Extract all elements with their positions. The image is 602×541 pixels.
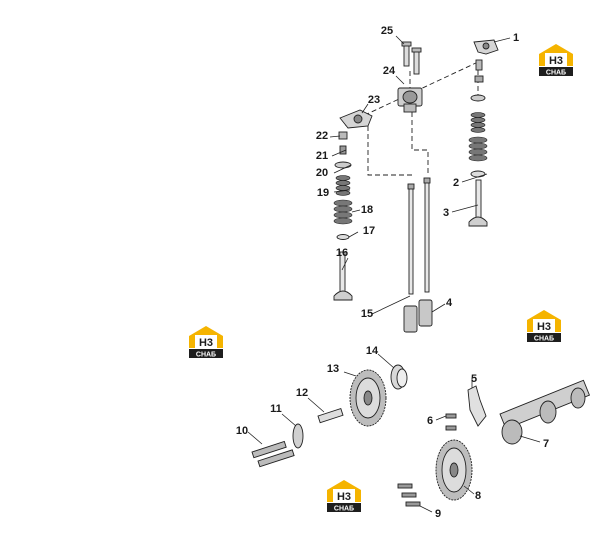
callout-4: 4 <box>446 297 453 309</box>
part-23-rocker-arm <box>339 109 373 129</box>
svg-text:H3: H3 <box>199 337 213 349</box>
svg-text:H3: H3 <box>549 55 563 67</box>
left-valve-assembly <box>333 131 353 301</box>
callout-14: 14 <box>366 345 379 357</box>
callout-5: 5 <box>471 373 477 385</box>
callout-22: 22 <box>316 130 328 142</box>
part-1-rocker-arm <box>473 39 499 83</box>
svg-text:CHAБ: CHAБ <box>196 352 216 359</box>
part-9-bolts <box>397 483 421 507</box>
callout-2: 2 <box>453 177 459 189</box>
part-12-shaft <box>317 408 344 424</box>
svg-text:CHAБ: CHAБ <box>534 336 554 343</box>
callout-25: 25 <box>381 25 393 37</box>
part-14-hub <box>390 364 408 390</box>
callout-9: 9 <box>435 508 441 520</box>
part-11-plate <box>292 423 304 449</box>
callout-6: 6 <box>427 415 433 427</box>
part-13-gear <box>349 369 387 427</box>
callout-17: 17 <box>363 225 375 237</box>
callout-20: 20 <box>316 167 328 179</box>
callout-13: 13 <box>327 363 339 375</box>
part-7-camshaft <box>499 379 591 445</box>
callout-18: 18 <box>361 204 373 216</box>
svg-text:H3: H3 <box>337 491 351 503</box>
callout-12: 12 <box>296 387 308 399</box>
callout-16: 16 <box>336 247 348 259</box>
leader-lines <box>247 35 541 513</box>
part-5-plate <box>467 385 487 427</box>
svg-text:CHAБ: CHAБ <box>546 70 566 77</box>
part-8-cam-gear <box>435 439 473 501</box>
callout-19: 19 <box>317 187 329 199</box>
assembly-line <box>345 124 412 176</box>
svg-text:H3: H3 <box>537 321 551 333</box>
callout-24: 24 <box>383 65 396 77</box>
part-6-screws <box>445 413 457 431</box>
callout-3: 3 <box>443 207 449 219</box>
part-10-bolts <box>251 440 295 468</box>
part-24-rocker-support <box>397 87 423 113</box>
part-25-bolts <box>401 41 422 75</box>
callout-labels: 1234567891011121314151617181920212223242… <box>236 25 549 520</box>
callout-1: 1 <box>513 32 519 44</box>
push-rods-and-tappets <box>403 177 433 333</box>
assembly-line <box>411 112 429 175</box>
callout-23: 23 <box>368 94 380 106</box>
callout-15: 15 <box>361 308 373 320</box>
callout-7: 7 <box>543 438 549 450</box>
svg-text:CHAБ: CHAБ <box>334 506 354 513</box>
callout-10: 10 <box>236 425 248 437</box>
callout-11: 11 <box>270 403 282 415</box>
right-valve-assembly <box>468 94 488 227</box>
callout-8: 8 <box>475 490 481 502</box>
callout-21: 21 <box>316 150 328 162</box>
